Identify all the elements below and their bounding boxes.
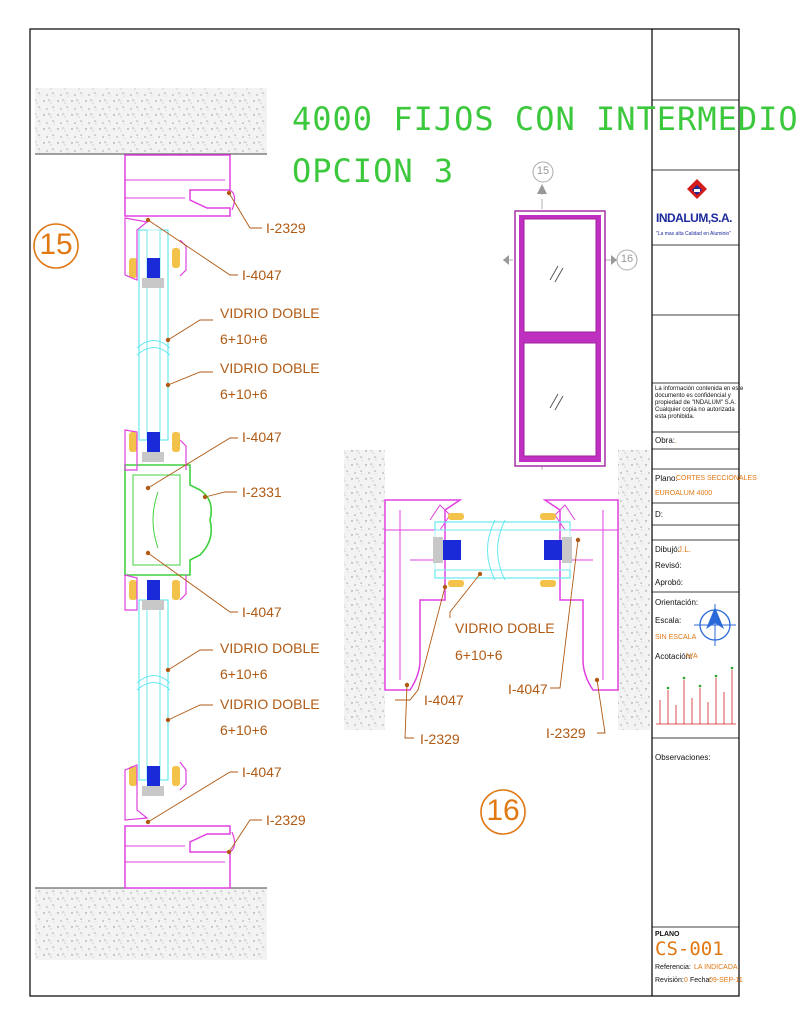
window-elevation xyxy=(503,161,638,470)
confidential-line-2: documento es confidencial y xyxy=(655,393,731,399)
escala-value: SIN ESCALA xyxy=(655,634,697,641)
label-glass-4b: 6+10+6 xyxy=(220,722,268,738)
vertical-section-15 xyxy=(124,154,262,889)
label-glass-2a: VIDRIO DOBLE xyxy=(220,360,320,376)
confidential-line-3: propiedad de "INDALUM" S.A. xyxy=(655,400,736,406)
label-glass-2b: 6+10+6 xyxy=(220,386,268,402)
acotacion-label: Acotación: xyxy=(655,652,693,661)
label-bead-2: I-4047 xyxy=(242,429,282,445)
label-frame-top: I-2329 xyxy=(266,220,306,236)
horizontal-section-16 xyxy=(384,499,619,739)
label-glass-1b: 6+10+6 xyxy=(220,331,268,347)
section-number-15: 15 xyxy=(39,228,73,261)
confidential-line-1: La información contenida en este xyxy=(655,386,744,392)
section-bubble-15 xyxy=(33,223,79,269)
obra-label: Obra: xyxy=(655,436,676,445)
d-label: D: xyxy=(655,510,663,519)
label-section16-frame-right: I-2329 xyxy=(546,725,586,741)
aprobo-label: Aprobó: xyxy=(655,578,684,587)
section-number-16: 16 xyxy=(486,794,520,827)
confidential-line-4: Cualquier copia no autorizada xyxy=(655,407,735,413)
referencia-label: Referencia: xyxy=(655,964,691,971)
label-glass-3b: 6+10+6 xyxy=(220,666,268,682)
dibujo-label: Dibujó: xyxy=(655,545,680,554)
observaciones-label: Observaciones: xyxy=(655,753,711,762)
fecha-value: 09-SEP-11 xyxy=(709,977,743,984)
label-glass-4a: VIDRIO DOBLE xyxy=(220,696,320,712)
company-slogan: "La mas alta Calidad en Aluminio" xyxy=(656,231,731,237)
label-frame-bottom: I-2329 xyxy=(266,812,306,828)
section-bubble-16 xyxy=(480,789,526,835)
plano-label: Plano: xyxy=(655,474,678,483)
obra-value: . xyxy=(675,436,678,445)
concrete-left-right-section xyxy=(344,450,385,730)
plano-number-label: PLANO xyxy=(655,931,680,938)
label-glass-1a: VIDRIO DOBLE xyxy=(220,305,320,321)
concrete-bottom-left xyxy=(35,888,267,960)
referencia-value: LA INDICADA xyxy=(694,964,738,971)
label-section16-frame-left: I-2329 xyxy=(420,731,460,747)
company-name: INDALUM,S.A. xyxy=(656,211,733,225)
title-block-grid xyxy=(652,99,739,928)
plano-value-2: EUROALUM 4000 xyxy=(655,490,713,497)
acotacion-value: N/A xyxy=(686,653,698,660)
label-bead-1: I-4047 xyxy=(242,267,282,283)
company-logo-icon xyxy=(687,179,707,199)
cad-drawing xyxy=(29,28,740,997)
label-section16-bead-left: I-4047 xyxy=(424,692,464,708)
revision-value: 0 xyxy=(684,977,688,984)
north-arrow-icon xyxy=(694,604,736,646)
reviso-label: Revisó: xyxy=(655,561,682,570)
drawing-title-line1: 4000 FIJOS CON INTERMEDIO xyxy=(292,100,799,138)
elevation-marker-15: 15 xyxy=(536,165,550,177)
scale-bar-graphic xyxy=(656,670,736,725)
plano-value: CORTES SECCIONALES xyxy=(676,475,757,482)
label-mullion: I-2331 xyxy=(242,484,282,500)
concrete-top-left xyxy=(35,88,267,154)
escala-label: Escala: xyxy=(655,616,682,625)
elevation-marker-16: 16 xyxy=(620,253,634,265)
label-bead-3: I-4047 xyxy=(242,604,282,620)
confidential-line-5: esta prohibida. xyxy=(655,414,695,420)
marker-16-circle xyxy=(616,249,638,271)
drawing-title-line2: OPCION 3 xyxy=(292,152,455,190)
label-section16-glass-b: 6+10+6 xyxy=(455,647,503,663)
revision-label: Revisión: xyxy=(655,977,684,984)
concrete-right-right-section xyxy=(618,450,650,730)
label-bead-4: I-4047 xyxy=(242,764,282,780)
scale-bar-markers xyxy=(666,666,734,690)
drawing-sheet: 4000 FIJOS CON INTERMEDIO OPCION 3 15 16… xyxy=(29,28,798,997)
marker-15-circle xyxy=(532,161,554,183)
orientacion-label: Orientación: xyxy=(655,598,699,607)
fecha-label: Fecha: xyxy=(690,977,712,984)
label-section16-glass-a: VIDRIO DOBLE xyxy=(455,620,555,636)
label-section16-bead-right: I-4047 xyxy=(508,681,548,697)
dibujo-value: J.L. xyxy=(678,545,691,554)
sheet-border xyxy=(29,28,740,997)
plano-number: CS-001 xyxy=(655,938,724,960)
label-glass-3a: VIDRIO DOBLE xyxy=(220,640,320,656)
